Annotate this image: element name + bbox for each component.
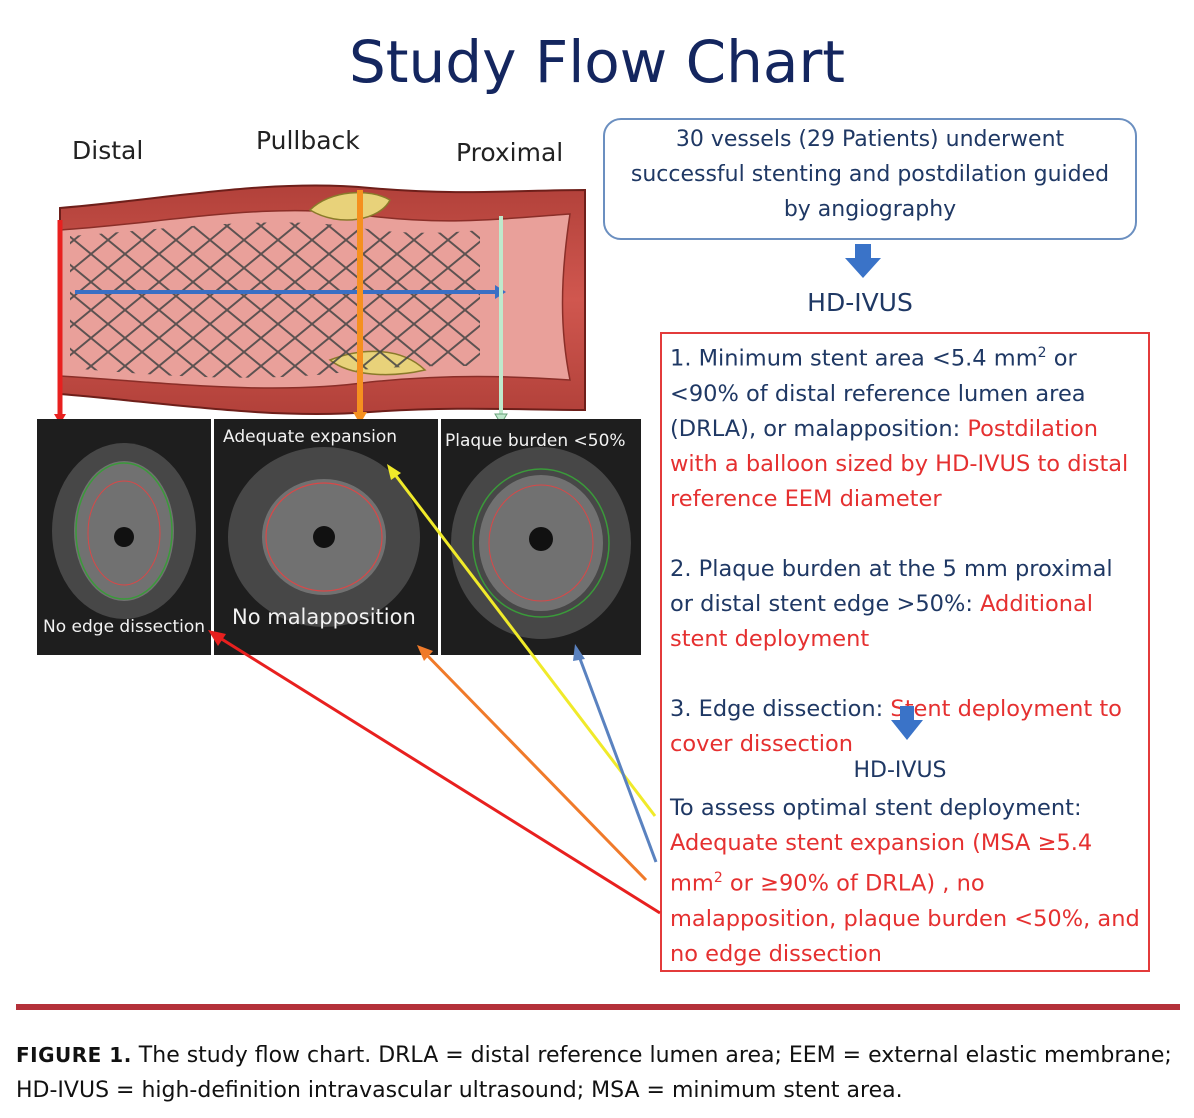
c2-line1: 2. Plaque burden at the 5 mm proximal [670,555,1113,582]
blue-connector [574,647,658,863]
c2-line2-black: or distal stent edge >50%: [670,590,981,617]
page-title: Study Flow Chart [348,28,846,96]
criteria-text: 1. Minimum stent area <5.4 mm2 or <90% o… [670,336,1128,762]
c1-sup: 2 [1037,345,1047,361]
orange-connector [418,646,648,882]
c1-line5: reference EEM diameter [670,485,942,512]
c1-line1-end: or [1046,345,1077,372]
c1-line4: with a balloon sized by HD-IVUS to dista… [670,450,1129,477]
vessel-illustration [54,184,586,425]
ivus-middle-bottom-label: No malapposition [232,605,416,629]
label-distal: Distal [72,136,144,165]
yellow-connector [388,467,657,817]
hd-ivus-heading-1: HD-IVUS [807,288,913,317]
hd-ivus-heading-2: HD-IVUS [853,758,947,783]
c2-line2-red: Additional [980,590,1094,617]
assess-line3-sup: 2 [713,870,723,886]
caption-text: The study flow chart. DRLA = distal refe… [16,1043,1172,1103]
connector-arrows [208,464,661,915]
c2-line3: stent deployment [670,625,870,652]
assess-line5: no edge dissection [670,940,882,967]
plaque-top [308,191,391,221]
ivus-image-proximal [451,447,631,639]
c3-line1-black: 3. Edge dissection: [670,695,891,722]
label-proximal: Proximal [456,138,564,167]
ivus-distal-label: No edge dissection [43,617,206,637]
caption-rule [16,1004,1180,1010]
assess-text: To assess optimal stent deployment: Adeq… [670,791,1140,972]
assess-line4: malapposition, plaque burden <50%, and [670,905,1140,932]
ivus-proximal-label: Plaque burden <50% [445,431,626,451]
down-arrow-icon-2 [891,706,923,740]
assess-line3-b: or ≥90% of DRLA) , no [722,870,985,897]
c1-line2: <90% of distal reference lumen area [670,380,1086,407]
c1-line3-black: (DRLA), or malapposition: [670,415,968,442]
c3-line2: cover dissection [670,730,853,757]
figure-label: FIGURE 1. [16,1043,132,1067]
figure-caption: FIGURE 1. The study flow chart. DRLA = d… [16,1038,1186,1108]
label-pullback: Pullback [256,126,360,155]
assess-line2: Adequate stent expansion (MSA ≥5.4 [670,830,1093,856]
c3-line1-red: Stent deployment to [890,695,1122,722]
c1-line1: 1. Minimum stent area <5.4 mm [670,345,1038,372]
top-box: 30 vessels (29 Patients) underwent succe… [603,118,1137,240]
ivus-image-middle [228,447,420,627]
criteria-box [660,332,1150,972]
ivus-middle-top-label: Adequate expansion [223,427,398,447]
ivus-panel-distal: No edge dissection [37,419,211,655]
assess-line3-a: mm [670,870,714,897]
assess-line1: To assess optimal stent deployment: [670,795,1082,821]
down-arrow-icon [845,244,881,278]
c1-line3-red: Postdilation [967,415,1099,442]
ivus-image-distal [52,443,196,619]
ivus-panel-proximal: Plaque burden <50% [441,419,641,655]
ivus-panel-middle: Adequate expansion No malapposition [214,419,438,655]
red-connector [211,631,661,915]
